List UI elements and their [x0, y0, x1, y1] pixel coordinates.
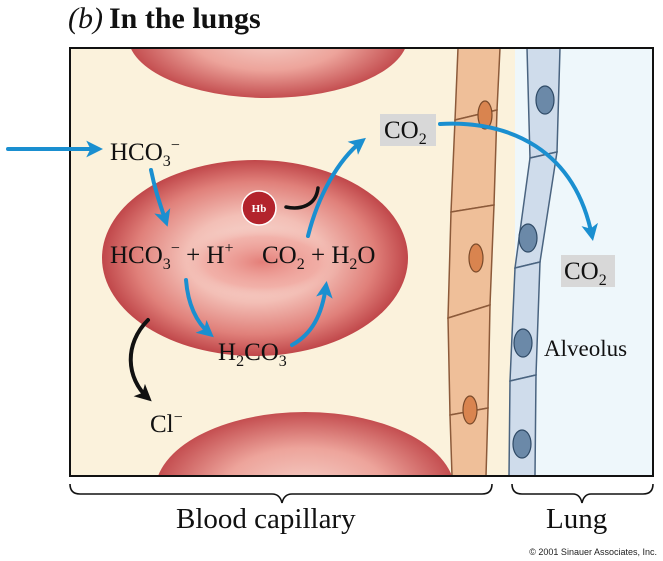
- epithelium-nucleus: [512, 429, 532, 459]
- hemoglobin-circle: [241, 190, 277, 226]
- partial-red-blood-cell-top: [130, 48, 406, 98]
- endothelium-nucleus: [462, 395, 478, 425]
- figure-part-label: (b): [68, 2, 103, 35]
- hemoglobin-label: Hb: [252, 203, 267, 215]
- co2-box-top: [380, 114, 436, 146]
- alveolar-epithelium: [508, 48, 561, 476]
- epithelium-nucleus: [513, 328, 533, 358]
- co2-top-label: CO2: [384, 117, 427, 148]
- endothelium-nucleus: [477, 100, 493, 130]
- bicarbonate-entry-arrow: [149, 168, 171, 227]
- bicarbonate-label: HCO3−: [110, 137, 180, 170]
- co2-water-label: CO2 + H2O: [262, 242, 375, 273]
- co2-lung-label: CO2: [564, 258, 607, 289]
- capillary-bracket: [69, 483, 493, 504]
- lung-label: Lung: [546, 503, 608, 535]
- figure-title: In the lungs: [108, 2, 261, 35]
- co2-box-lung: [561, 255, 615, 287]
- epithelium-nucleus: [518, 223, 538, 253]
- chloride-exit-arrow: [128, 318, 152, 402]
- carbonic-acid-label: H2CO3: [218, 339, 287, 370]
- co2-diffusion-arrow: [438, 121, 598, 241]
- capillary-endothelium: [447, 48, 501, 476]
- co2-release-arrow: [306, 137, 366, 238]
- alveolus-label: Alveolus: [544, 336, 627, 361]
- red-blood-cell-dimple: [180, 226, 344, 298]
- endothelium-nucleus: [468, 243, 484, 273]
- hb-release-arrow: [284, 186, 320, 210]
- lung-bracket: [511, 483, 654, 504]
- partial-red-blood-cell-bottom: [158, 412, 452, 476]
- blood-capillary-label: Blood capillary: [176, 503, 356, 535]
- panel-border: [69, 47, 654, 477]
- copyright-notice: © 2001 Sinauer Associates, Inc.: [529, 547, 657, 557]
- figure-heading: (b)In the lungs: [68, 2, 261, 36]
- chloride-label: Cl−: [150, 409, 183, 438]
- epithelium-nucleus: [535, 85, 555, 115]
- carbonic-acid-breakdown-arrow: [290, 281, 333, 347]
- bicarbonate-hydrogen-label: HCO3− + H+: [110, 240, 234, 273]
- carbonic-acid-formation-arrow: [184, 278, 214, 338]
